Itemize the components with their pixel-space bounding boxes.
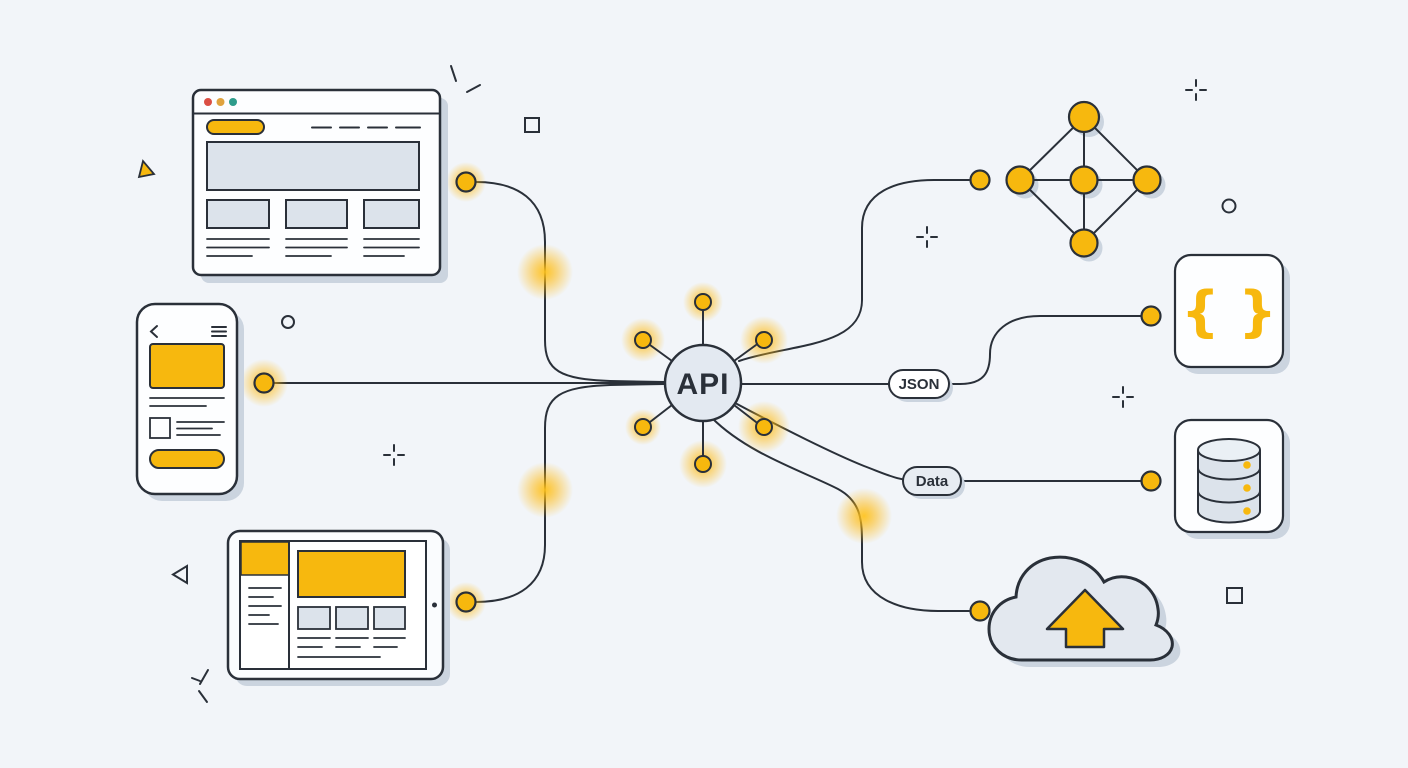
connection-dots	[253, 169, 1162, 622]
phone-hero-card	[149, 343, 225, 389]
code-panel-body	[1173, 253, 1285, 369]
plus-sparkle-center	[916, 226, 938, 248]
dot-browser	[455, 171, 477, 193]
sparkle-bottom-left	[191, 669, 209, 703]
triangle-decoration-outline	[171, 564, 188, 585]
tablet-card-blocks	[297, 606, 406, 630]
database-status-dots	[1243, 461, 1251, 515]
tablet	[226, 529, 450, 686]
phone-list-lines	[176, 421, 225, 436]
phone-cta-button	[149, 449, 225, 469]
api-hub-label: API	[676, 368, 729, 401]
code-braces-icon: { }	[1181, 280, 1277, 343]
dot-network	[969, 169, 991, 191]
connector-hub-to-network	[738, 179, 970, 362]
hub-spokes	[649, 310, 757, 456]
dot-database	[1140, 470, 1162, 492]
network-graph-icon	[1005, 100, 1166, 262]
dot-code	[1140, 305, 1162, 327]
browser-logo-bar	[206, 119, 265, 135]
hub-circle	[663, 343, 743, 423]
api-hub: API	[634, 293, 773, 473]
tablet-hero-block	[297, 550, 406, 598]
phone-back-icon	[149, 325, 158, 338]
browser-hero-block	[206, 141, 420, 191]
plus-sparkle-left	[383, 444, 405, 466]
browser-window	[191, 88, 448, 283]
phone-thumb-block	[149, 417, 171, 439]
browser-card-blocks	[206, 199, 420, 229]
cloud-upload-icon	[987, 555, 1181, 667]
code-panel: { }	[1173, 253, 1290, 374]
data-pill: Data	[902, 466, 965, 499]
database-icon	[1197, 438, 1261, 524]
tablet-sidebar-lines	[248, 587, 282, 625]
data-pill-label: Data	[916, 473, 949, 490]
decorations	[137, 65, 1243, 703]
connector-hub-to-code	[740, 315, 1142, 385]
plus-sparkle-right	[1112, 386, 1134, 408]
dot-tablet	[455, 591, 477, 613]
tablet-camera-dot	[432, 602, 437, 608]
smartphone	[135, 302, 244, 501]
square-decoration-top	[524, 117, 540, 133]
tablet-text-lines	[297, 637, 406, 658]
browser-traffic-lights	[204, 98, 237, 106]
upload-arrow-icon	[1045, 588, 1125, 649]
circle-decoration-right	[1221, 198, 1237, 214]
dot-phone	[253, 372, 275, 394]
data-pill-body	[902, 466, 962, 496]
json-pill-label: JSON	[899, 376, 940, 393]
plus-sparkle-top-right	[1185, 79, 1207, 101]
phone-menu-icon	[211, 326, 227, 337]
square-decoration-bottom	[1226, 587, 1243, 604]
dot-cloud	[969, 600, 991, 622]
hub-spoke-dots	[634, 293, 773, 473]
json-pill-body	[888, 369, 950, 399]
network-nodes	[1005, 100, 1162, 258]
circle-decoration-left	[281, 315, 295, 329]
database-panel	[1173, 418, 1290, 539]
sparkle-top-left	[450, 65, 481, 93]
triangle-decoration-yellow	[137, 159, 156, 179]
tablet-sidebar-header	[240, 541, 290, 576]
phone-text-lines	[149, 397, 225, 407]
json-pill: JSON	[888, 369, 953, 402]
browser-text-lines	[206, 238, 420, 257]
